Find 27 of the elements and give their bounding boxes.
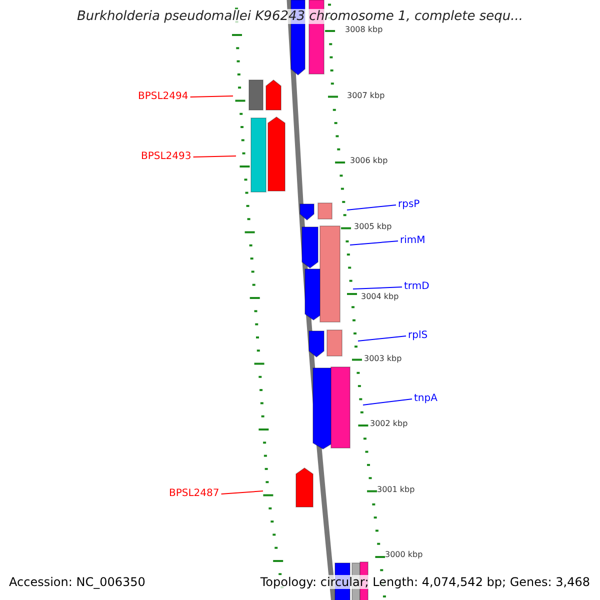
gene-label: BPSL2487 bbox=[169, 488, 220, 500]
scale-label: 3001 kbp bbox=[377, 485, 415, 494]
scale-label: 3005 kbp bbox=[354, 222, 392, 231]
leader-line bbox=[350, 240, 398, 246]
leader-line bbox=[358, 336, 406, 342]
leader-line bbox=[192, 156, 236, 158]
gene-label: tnpA bbox=[414, 393, 438, 405]
summary-text: Topology: circular; Length: 4,074,542 bp; Genes: 3,468 bbox=[260, 575, 590, 589]
gene-label: rimM bbox=[400, 235, 426, 247]
scale-label: 3002 kbp bbox=[370, 419, 408, 428]
scale-label: 3006 kbp bbox=[350, 156, 388, 165]
gene-label: rpsP bbox=[398, 199, 420, 211]
leader-line bbox=[346, 204, 396, 210]
scale-label: 3000 kbp bbox=[385, 550, 423, 559]
gene-label: trmD bbox=[404, 281, 430, 293]
scale-label: 3003 kbp bbox=[364, 354, 402, 363]
accession-text: Accession: NC_006350 bbox=[9, 575, 146, 589]
leader-line bbox=[220, 490, 264, 494]
scale-label: 3008 kbp bbox=[345, 25, 383, 34]
leader-line bbox=[352, 286, 402, 290]
scale-label: 3004 kbp bbox=[361, 292, 399, 301]
gene-label: rplS bbox=[408, 330, 428, 342]
gene-label: BPSL2493 bbox=[141, 151, 192, 163]
leader-line bbox=[362, 398, 412, 406]
scale-label: 3007 kbp bbox=[347, 91, 385, 100]
gene-label: BPSL2494 bbox=[138, 91, 188, 103]
leader-line bbox=[190, 96, 234, 98]
